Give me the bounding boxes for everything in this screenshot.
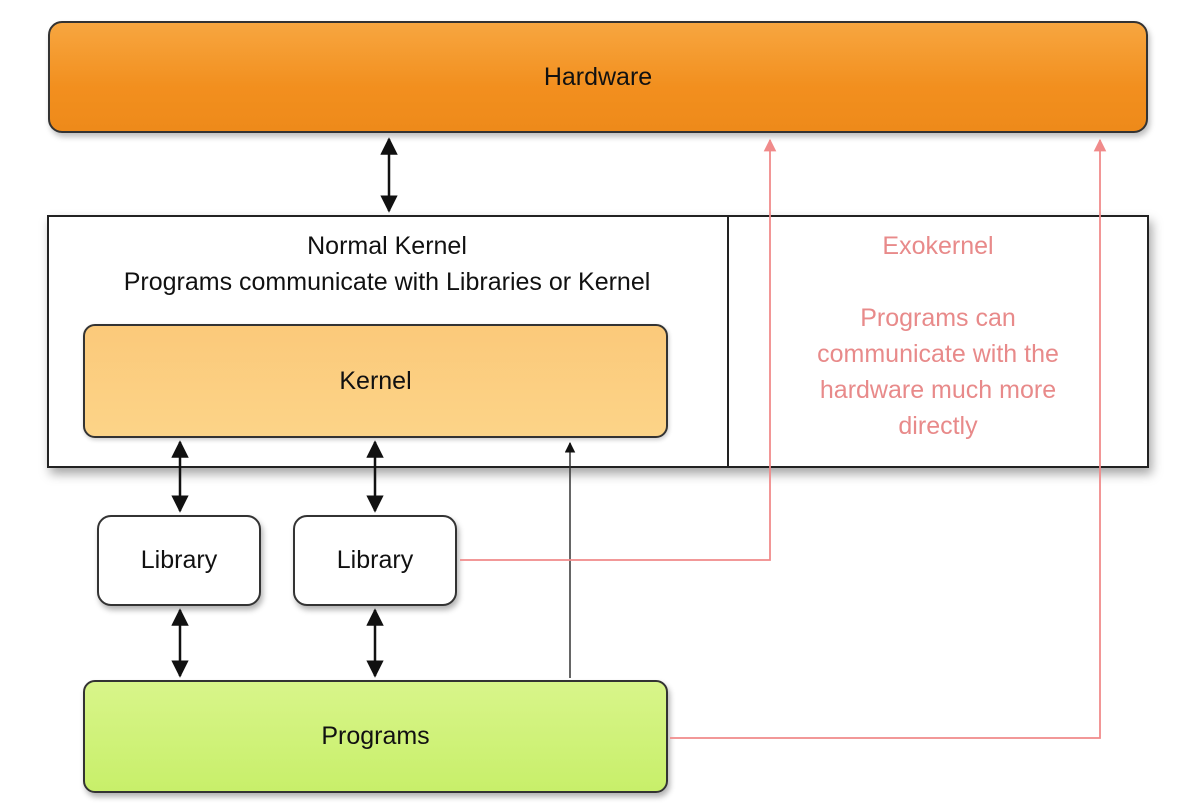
library-label: Library xyxy=(140,546,218,574)
exokernel-desc-line: communicate with the xyxy=(817,340,1059,368)
arrow-library-hardware-exokernel xyxy=(460,138,777,561)
kernel-label: Kernel xyxy=(339,366,412,395)
exokernel-heading: Exokernel xyxy=(882,232,994,260)
kernel-box: Kernel xyxy=(83,324,668,438)
arrow-programs-hardware-exokernel xyxy=(670,138,1107,739)
programs-box: Programs xyxy=(83,680,668,793)
library-box-2: Library xyxy=(293,515,457,606)
library-label: Library xyxy=(336,546,414,574)
exokernel-text: Exokernel Programs can communicate with … xyxy=(729,228,1147,444)
exokernel-desc-line: directly xyxy=(898,412,978,440)
library-box-1: Library xyxy=(97,515,261,606)
normal-kernel-subtitle: Programs communicate with Libraries or K… xyxy=(123,268,651,296)
programs-label: Programs xyxy=(321,722,430,750)
normal-kernel-title: Normal Kernel Programs communicate with … xyxy=(47,228,727,300)
hardware-label: Hardware xyxy=(543,62,653,91)
exokernel-desc-line: hardware much more xyxy=(819,376,1057,404)
exokernel-desc-line: Programs can xyxy=(860,304,1016,332)
panel-divider xyxy=(727,215,729,468)
hardware-box: Hardware xyxy=(48,21,1148,133)
normal-kernel-heading: Normal Kernel xyxy=(307,232,467,260)
